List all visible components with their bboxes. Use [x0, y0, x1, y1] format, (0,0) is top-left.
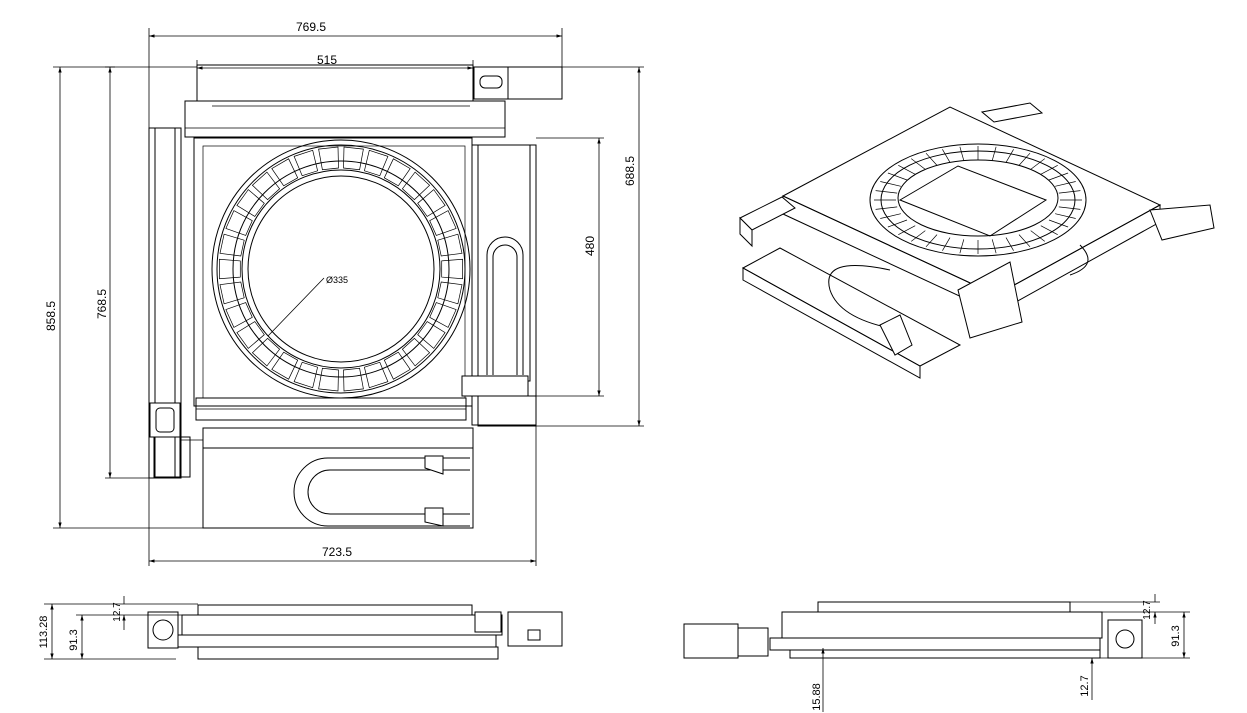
ring-segment: [318, 146, 339, 171]
ring-segment: [401, 337, 431, 367]
ring-segment: [363, 361, 389, 389]
dim-12-7-right-bottom: 12.7: [1079, 675, 1091, 696]
dim-515: 515: [317, 53, 337, 67]
ring-segment: [437, 233, 463, 257]
dim-15-88: 15.88: [811, 683, 823, 711]
side-right-dimensions: 91.3 12.7 15.88 12.7: [811, 594, 1190, 712]
ring-segment: [219, 281, 245, 305]
ring-segment: [383, 158, 411, 187]
dim-91-3-left: 91.3: [68, 629, 80, 650]
iso-ring-segment: [925, 234, 938, 248]
iso-ring-segment: [1055, 213, 1076, 219]
ring-segment: [383, 351, 411, 380]
ring-segment: [429, 302, 457, 328]
ring-segment: [363, 149, 389, 177]
ring-segment: [318, 367, 339, 392]
iso-ring-segment: [1058, 190, 1081, 194]
dim-858-5: 858.5: [44, 301, 58, 331]
iso-ring-segment: [925, 152, 938, 166]
iso-ring-segment: [1030, 158, 1046, 170]
ring-segment: [417, 189, 446, 217]
dim-723-5: 723.5: [322, 545, 352, 559]
ring-segment: [225, 302, 253, 328]
iso-ring-segment: [887, 219, 908, 228]
iso-ring-segment: [1005, 237, 1014, 251]
iso-ring-segment: [1048, 172, 1069, 181]
ring-segment: [441, 258, 463, 280]
iso-ring-segment: [910, 230, 926, 242]
ring-segment: [219, 233, 245, 257]
isometric-view: [739, 102, 1215, 379]
dim-12-7-left: 12.7: [112, 602, 123, 622]
side-view-left: [147, 604, 563, 660]
side-left-dimensions: 113.28 91.3 12.7: [38, 596, 198, 660]
side-view-right: [683, 601, 1143, 659]
ring-segment: [429, 210, 457, 236]
ring-segment: [437, 281, 463, 305]
dim-91-3-right: 91.3: [1170, 625, 1182, 646]
ring-segment: [225, 210, 253, 236]
iso-ring-segment: [991, 146, 997, 161]
ring-segment: [293, 361, 319, 389]
ring-segment: [271, 351, 299, 380]
plan-dimensions: 769.5 515 723.5 858.5 768.5 688.5 480: [44, 20, 644, 566]
iso-ring-segment: [1058, 206, 1081, 210]
ring-segment: [251, 171, 281, 201]
iso-ring-segment: [959, 146, 965, 161]
iso-ring-segment: [959, 239, 965, 254]
iso-ring-segment: [942, 149, 951, 163]
iso-ring-segment: [1055, 181, 1076, 187]
ring-segment: [343, 146, 364, 171]
iso-ring-segment: [1040, 164, 1058, 175]
dim-113-28: 113.28: [38, 616, 50, 649]
iso-ring-segment: [887, 172, 908, 181]
iso-ring-segment: [910, 158, 926, 170]
dim-768-5: 768.5: [95, 289, 109, 319]
ring-segment: [219, 258, 241, 280]
iso-ring-segments: [874, 146, 1082, 254]
ring-segment: [236, 189, 265, 217]
iso-ring-segment: [1005, 149, 1014, 163]
bore-diameter-label: Ø335: [326, 275, 348, 285]
ring-segment: [236, 321, 265, 349]
ring-segment: [343, 367, 364, 392]
dim-480: 480: [583, 236, 597, 256]
dim-688-5: 688.5: [623, 156, 637, 186]
dim-12-7-right-top: 12.7: [1142, 600, 1153, 620]
ring-segment: [293, 149, 319, 177]
iso-ring-segment: [898, 225, 916, 236]
ring-segment: [417, 321, 446, 349]
iso-ring-segment: [1040, 225, 1058, 236]
iso-ring-segment: [942, 237, 951, 251]
iso-ring-segment: [1018, 234, 1031, 248]
plan-view: Ø335: [148, 64, 563, 529]
iso-ring-segment: [875, 206, 898, 210]
iso-ring-segment: [880, 181, 901, 187]
dim-769-5: 769.5: [296, 20, 326, 34]
iso-ring-segment: [1048, 219, 1069, 228]
iso-ring-segment: [880, 213, 901, 219]
ring-segment: [271, 158, 299, 187]
ring-segment: [251, 337, 281, 367]
iso-ring-segment: [991, 239, 997, 254]
ring-segment: [401, 171, 431, 201]
ring-segments: [219, 146, 463, 392]
iso-ring-segment: [1018, 152, 1031, 166]
iso-ring-segment: [1030, 230, 1046, 242]
iso-ring-segment: [875, 190, 898, 194]
iso-ring-segment: [898, 164, 916, 175]
